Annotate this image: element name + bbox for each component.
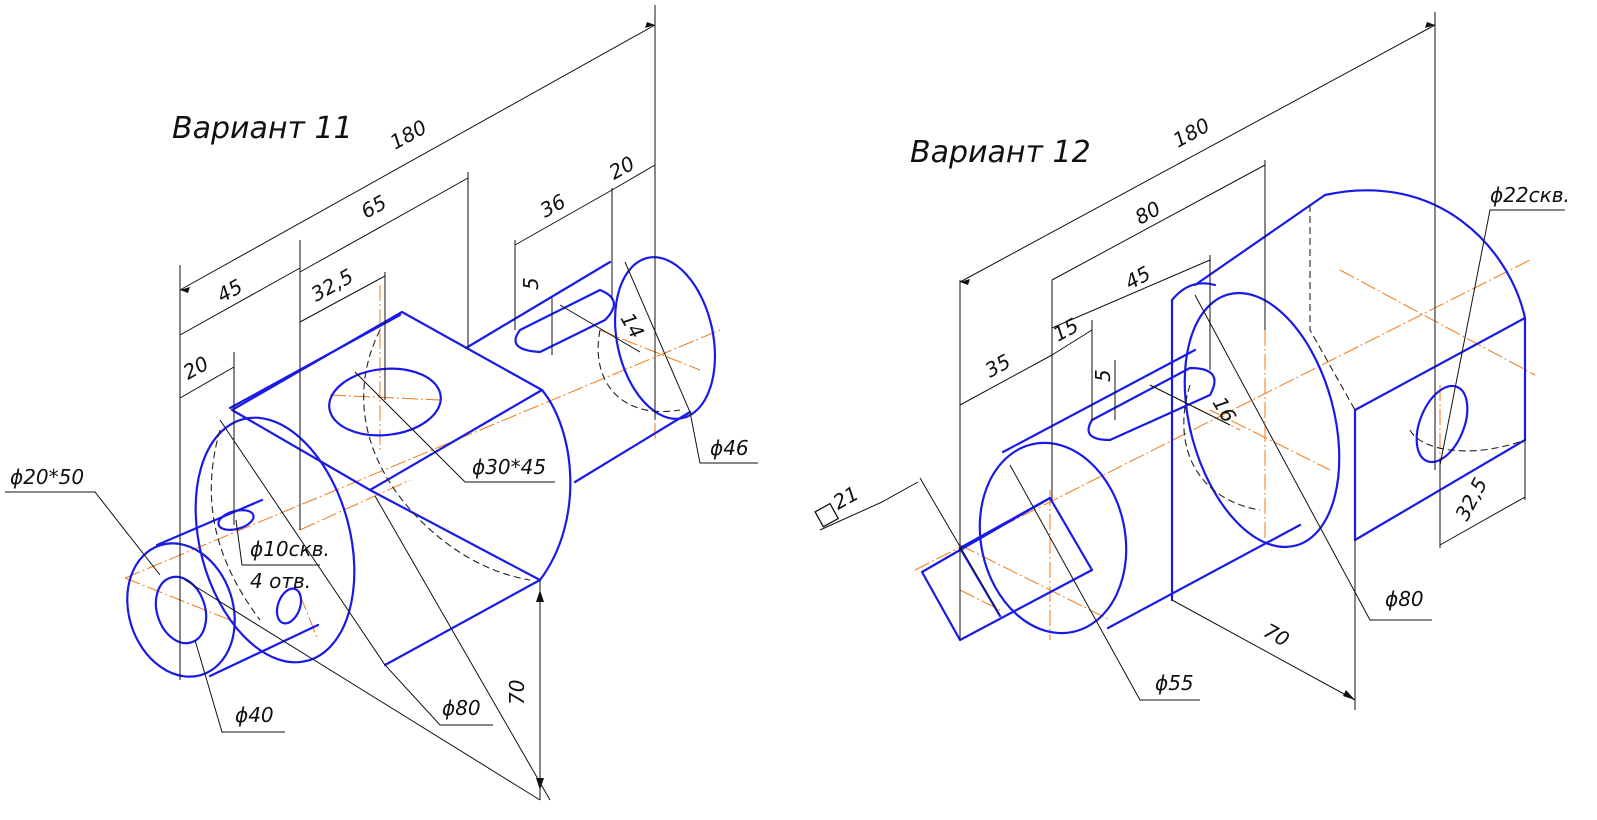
variant-12-axes: [914, 259, 1536, 640]
dim-20-top: 20: [605, 151, 639, 184]
dim-32-5: 32,5: [307, 264, 358, 307]
dim-phi10: ϕ10скв.: [250, 537, 330, 561]
variant-12-dimensions: [819, 12, 1565, 710]
dim-5: 5: [1091, 369, 1115, 382]
dim-35: 35: [981, 349, 1015, 382]
dim-70: 70: [505, 680, 529, 705]
variant-11-dim-labels: 180 65 36 20 45 32,5 20 5 14 ϕ46 ϕ30*45 …: [10, 115, 749, 727]
dim-phi30x45: ϕ30*45: [472, 455, 546, 479]
dim-14: 14: [616, 309, 650, 343]
dim-180: 180: [386, 115, 431, 155]
dim-65: 65: [357, 190, 391, 223]
dim-180: 180: [1169, 113, 1214, 153]
dim-phi80: ϕ80: [442, 696, 481, 720]
variant-11-part: [126, 256, 717, 678]
dim-5: 5: [519, 277, 543, 290]
variant-11-dimensions: [5, 5, 758, 801]
dim-phi55: ϕ55: [1155, 671, 1194, 695]
dim-45: 45: [1121, 261, 1155, 294]
dim-4-holes: 4 отв.: [250, 569, 311, 593]
variant-11-arrows: [180, 22, 655, 790]
dim-80: 80: [1131, 196, 1165, 229]
dim-phi20x50: ϕ20*50: [10, 465, 84, 489]
dim-phi40: ϕ40: [235, 703, 274, 727]
dim-phi46: ϕ46: [710, 436, 749, 460]
dim-15: 15: [1049, 313, 1083, 346]
variant-11: Вариант 11: [5, 5, 758, 801]
variant-12-arrows: [960, 22, 1435, 700]
variant-12: Вариант 12: [814, 12, 1570, 710]
dim-16: 16: [1208, 393, 1242, 427]
square-symbol-icon: [814, 502, 840, 528]
dim-70: 70: [1260, 618, 1294, 651]
variant-11-title: Вариант 11: [172, 111, 353, 146]
dim-phi22: ϕ22скв.: [1490, 183, 1570, 207]
variant-12-title: Вариант 12: [910, 135, 1091, 170]
dim-phi80: ϕ80: [1385, 587, 1424, 611]
dim-20: 20: [179, 351, 213, 384]
variant-12-hidden: [1183, 205, 1526, 511]
variant-11-hidden: [210, 329, 681, 621]
dim-45: 45: [213, 274, 247, 307]
